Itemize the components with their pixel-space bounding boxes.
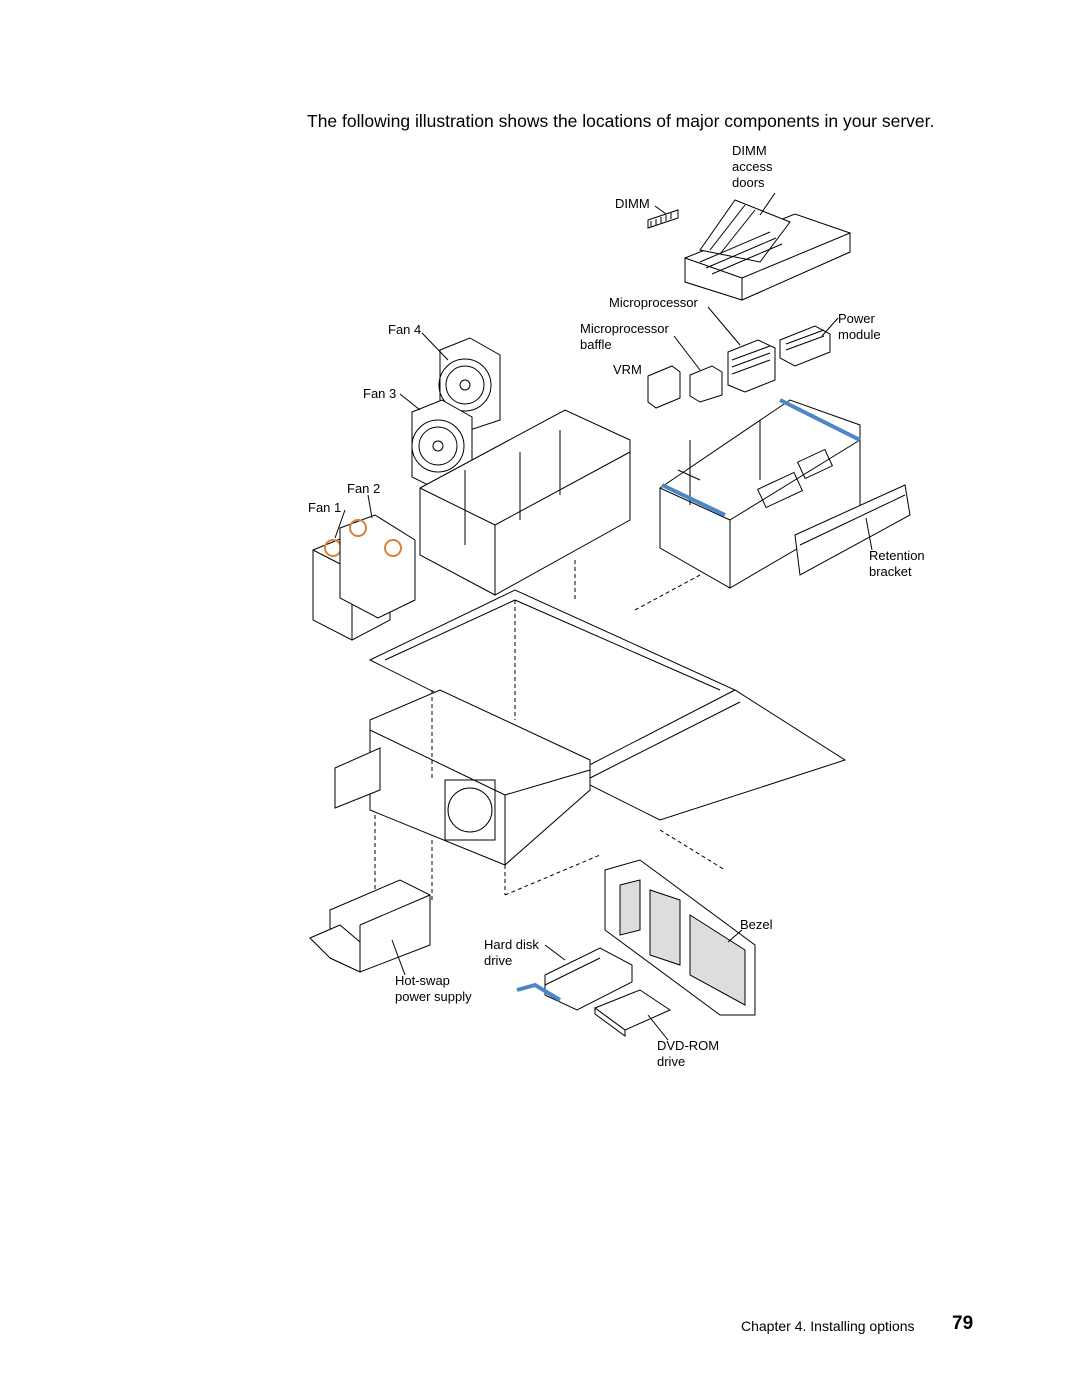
- main-chassis-part: [334, 689, 591, 866]
- page-number: 79: [952, 1313, 974, 1334]
- label-microprocessor-baffle: Microprocessor baffle: [580, 321, 669, 352]
- dimm-access-doors-part: [684, 199, 851, 301]
- label-hot-swap-power-supply: Hot-swap power supply: [395, 973, 472, 1004]
- label-dvd-rom-drive: DVD-ROM drive: [657, 1038, 720, 1069]
- vrm-part: [647, 365, 681, 409]
- label-dimm: DIMM: [615, 196, 650, 211]
- dvd-rom-drive-part: [593, 989, 672, 1037]
- label-retention-bracket: Retention bracket: [869, 548, 925, 579]
- intro-text: The following illustration shows the loc…: [307, 111, 935, 131]
- top-cover-part: [568, 689, 847, 821]
- power-module-part: [779, 325, 831, 367]
- label-fan4: Fan 4: [388, 322, 422, 337]
- bezel-part: [604, 859, 756, 1016]
- label-fan3: Fan 3: [363, 386, 397, 401]
- fan2-part: [339, 514, 416, 619]
- retention-bracket-part: [794, 484, 911, 576]
- label-power-module: Power module: [838, 311, 881, 342]
- processor-tray-part: [659, 399, 861, 589]
- fan-cage-part: [419, 409, 631, 596]
- label-fan1: Fan 1: [308, 500, 342, 515]
- label-dimm-access-doors: DIMM access doors: [732, 143, 773, 190]
- dimm-part: [647, 209, 679, 229]
- hot-swap-power-supply-part: [309, 879, 431, 973]
- microprocessor-baffle-part: [689, 365, 723, 403]
- microprocessor-part: [727, 339, 776, 393]
- footer-chapter: Chapter 4. Installing options: [741, 1318, 915, 1334]
- label-fan2: Fan 2: [347, 481, 381, 496]
- label-bezel: Bezel: [740, 917, 773, 932]
- label-microprocessor: Microprocessor: [609, 295, 698, 310]
- hard-disk-drive-part: [544, 947, 633, 1011]
- label-vrm: VRM: [613, 362, 642, 377]
- label-hard-disk-drive: Hard disk drive: [484, 937, 539, 968]
